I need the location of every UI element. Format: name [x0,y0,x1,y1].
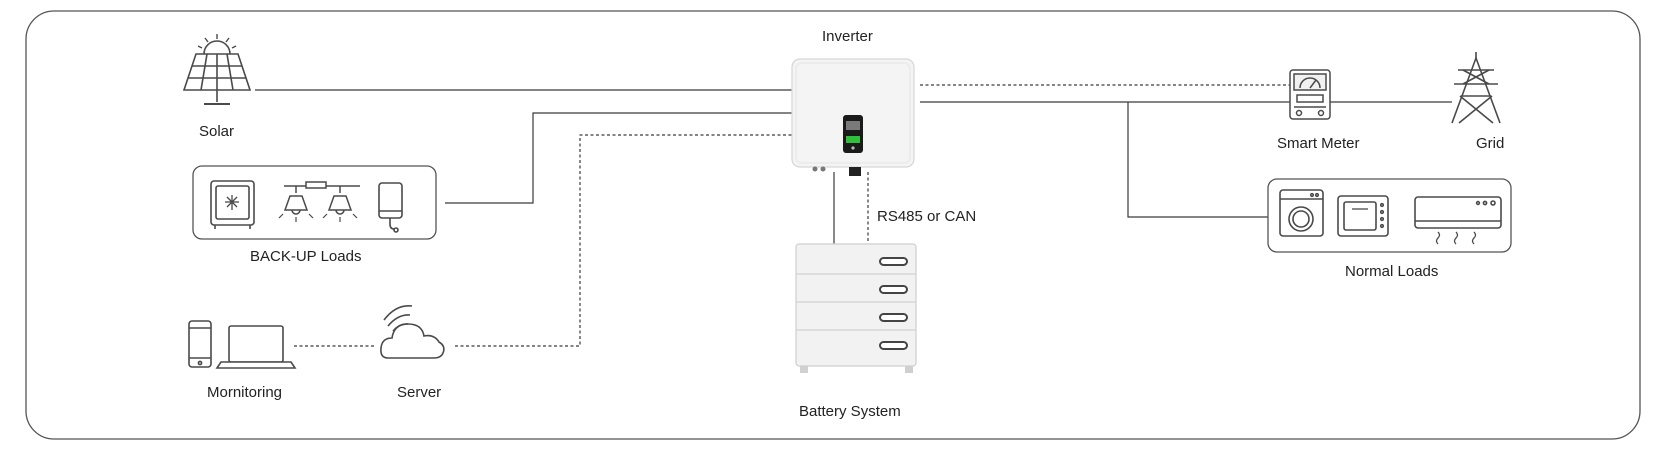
battery-label: Battery System [799,403,901,420]
battery-device [795,243,917,373]
normal-loads-label: Normal Loads [1345,263,1439,280]
laptop-icon [215,325,297,369]
backup-loads-label: BACK-UP Loads [250,248,362,265]
monitoring-label: Mornitoring [207,384,283,401]
smart-meter-icon [1289,69,1331,120]
fridge-icon [210,180,255,229]
backup-line [445,112,792,204]
phone-icon [378,182,403,233]
server-label: Server [397,384,442,401]
washer-icon [1279,189,1324,237]
inverter-device [791,58,915,176]
inverter-label: Inverter [822,28,873,45]
connection-lines [255,89,1452,244]
communication-lines [294,84,1290,347]
smart-meter-label: Smart Meter [1277,135,1360,152]
solar-label: Solar [199,123,235,140]
microwave-icon [1337,195,1389,237]
pylon-icon [1451,52,1501,124]
server-line [455,134,792,347]
outer-frame [25,10,1641,440]
rs485-label: RS485 or CAN [877,208,977,225]
phone-icon [188,320,212,368]
grid-label: Grid [1476,135,1505,152]
air-conditioner-icon [1414,196,1502,245]
solar-panel-icon [182,34,252,105]
lamp-icon [278,181,360,222]
cloud-wifi-icon [380,304,445,359]
normal-loads-line [1127,102,1268,218]
